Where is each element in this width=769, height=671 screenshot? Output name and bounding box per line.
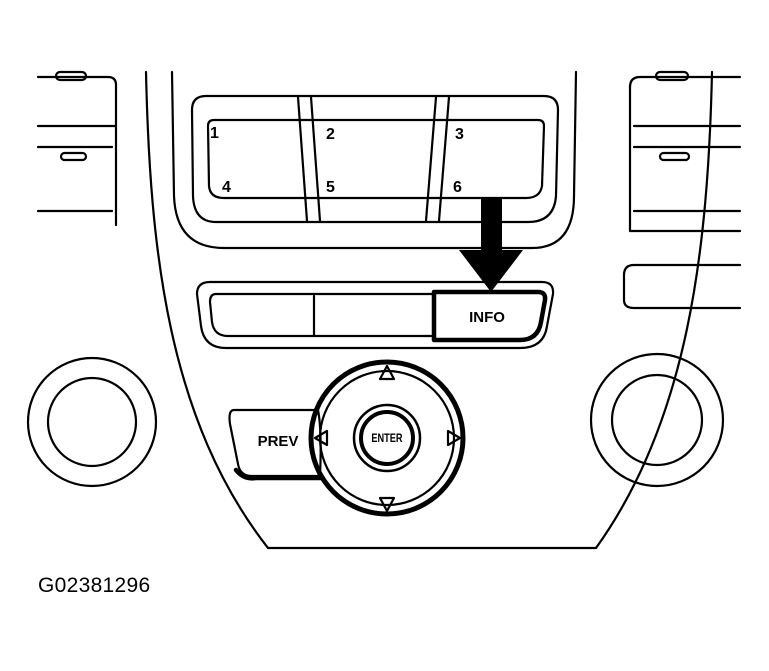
preset-2-label[interactable]: 2 [326,126,335,143]
enter-label: ENTER [371,433,403,445]
left-knob [26,356,158,488]
left-side-buttons [36,70,118,227]
preset-3-label[interactable]: 3 [455,126,464,143]
triangle-right-icon[interactable] [446,429,462,447]
center-bezel [144,70,714,550]
preset-5-label[interactable]: 5 [326,179,335,196]
preset-4-label[interactable]: 4 [222,179,231,196]
down-arrow-icon [459,198,523,292]
preset-1-label[interactable]: 1 [210,125,219,142]
prev-button-shadow [233,467,323,481]
dpad-ring [318,369,456,507]
right-side-buttons [622,70,742,310]
right-knob [589,352,725,488]
button-strip-outer [195,280,555,350]
preset-housing [170,70,578,250]
dpad-outer[interactable] [308,359,466,517]
preset-dividers [296,95,451,223]
preset-6-label[interactable]: 6 [453,179,462,196]
prev-label: PREV [258,433,299,450]
triangle-down-icon[interactable] [378,496,396,513]
triangle-up-icon[interactable] [378,364,396,381]
enter-button[interactable] [359,410,415,466]
preset-screen-outer [190,94,560,224]
figure-code: G02381296 [38,574,151,597]
preset-labels: 1 2 3 4 5 6 [210,125,464,196]
info-button[interactable] [431,289,548,343]
preset-screen-inner [206,118,546,200]
info-label: INFO [469,309,505,326]
triangle-left-icon[interactable] [313,429,329,447]
enter-button-ring [352,403,422,473]
